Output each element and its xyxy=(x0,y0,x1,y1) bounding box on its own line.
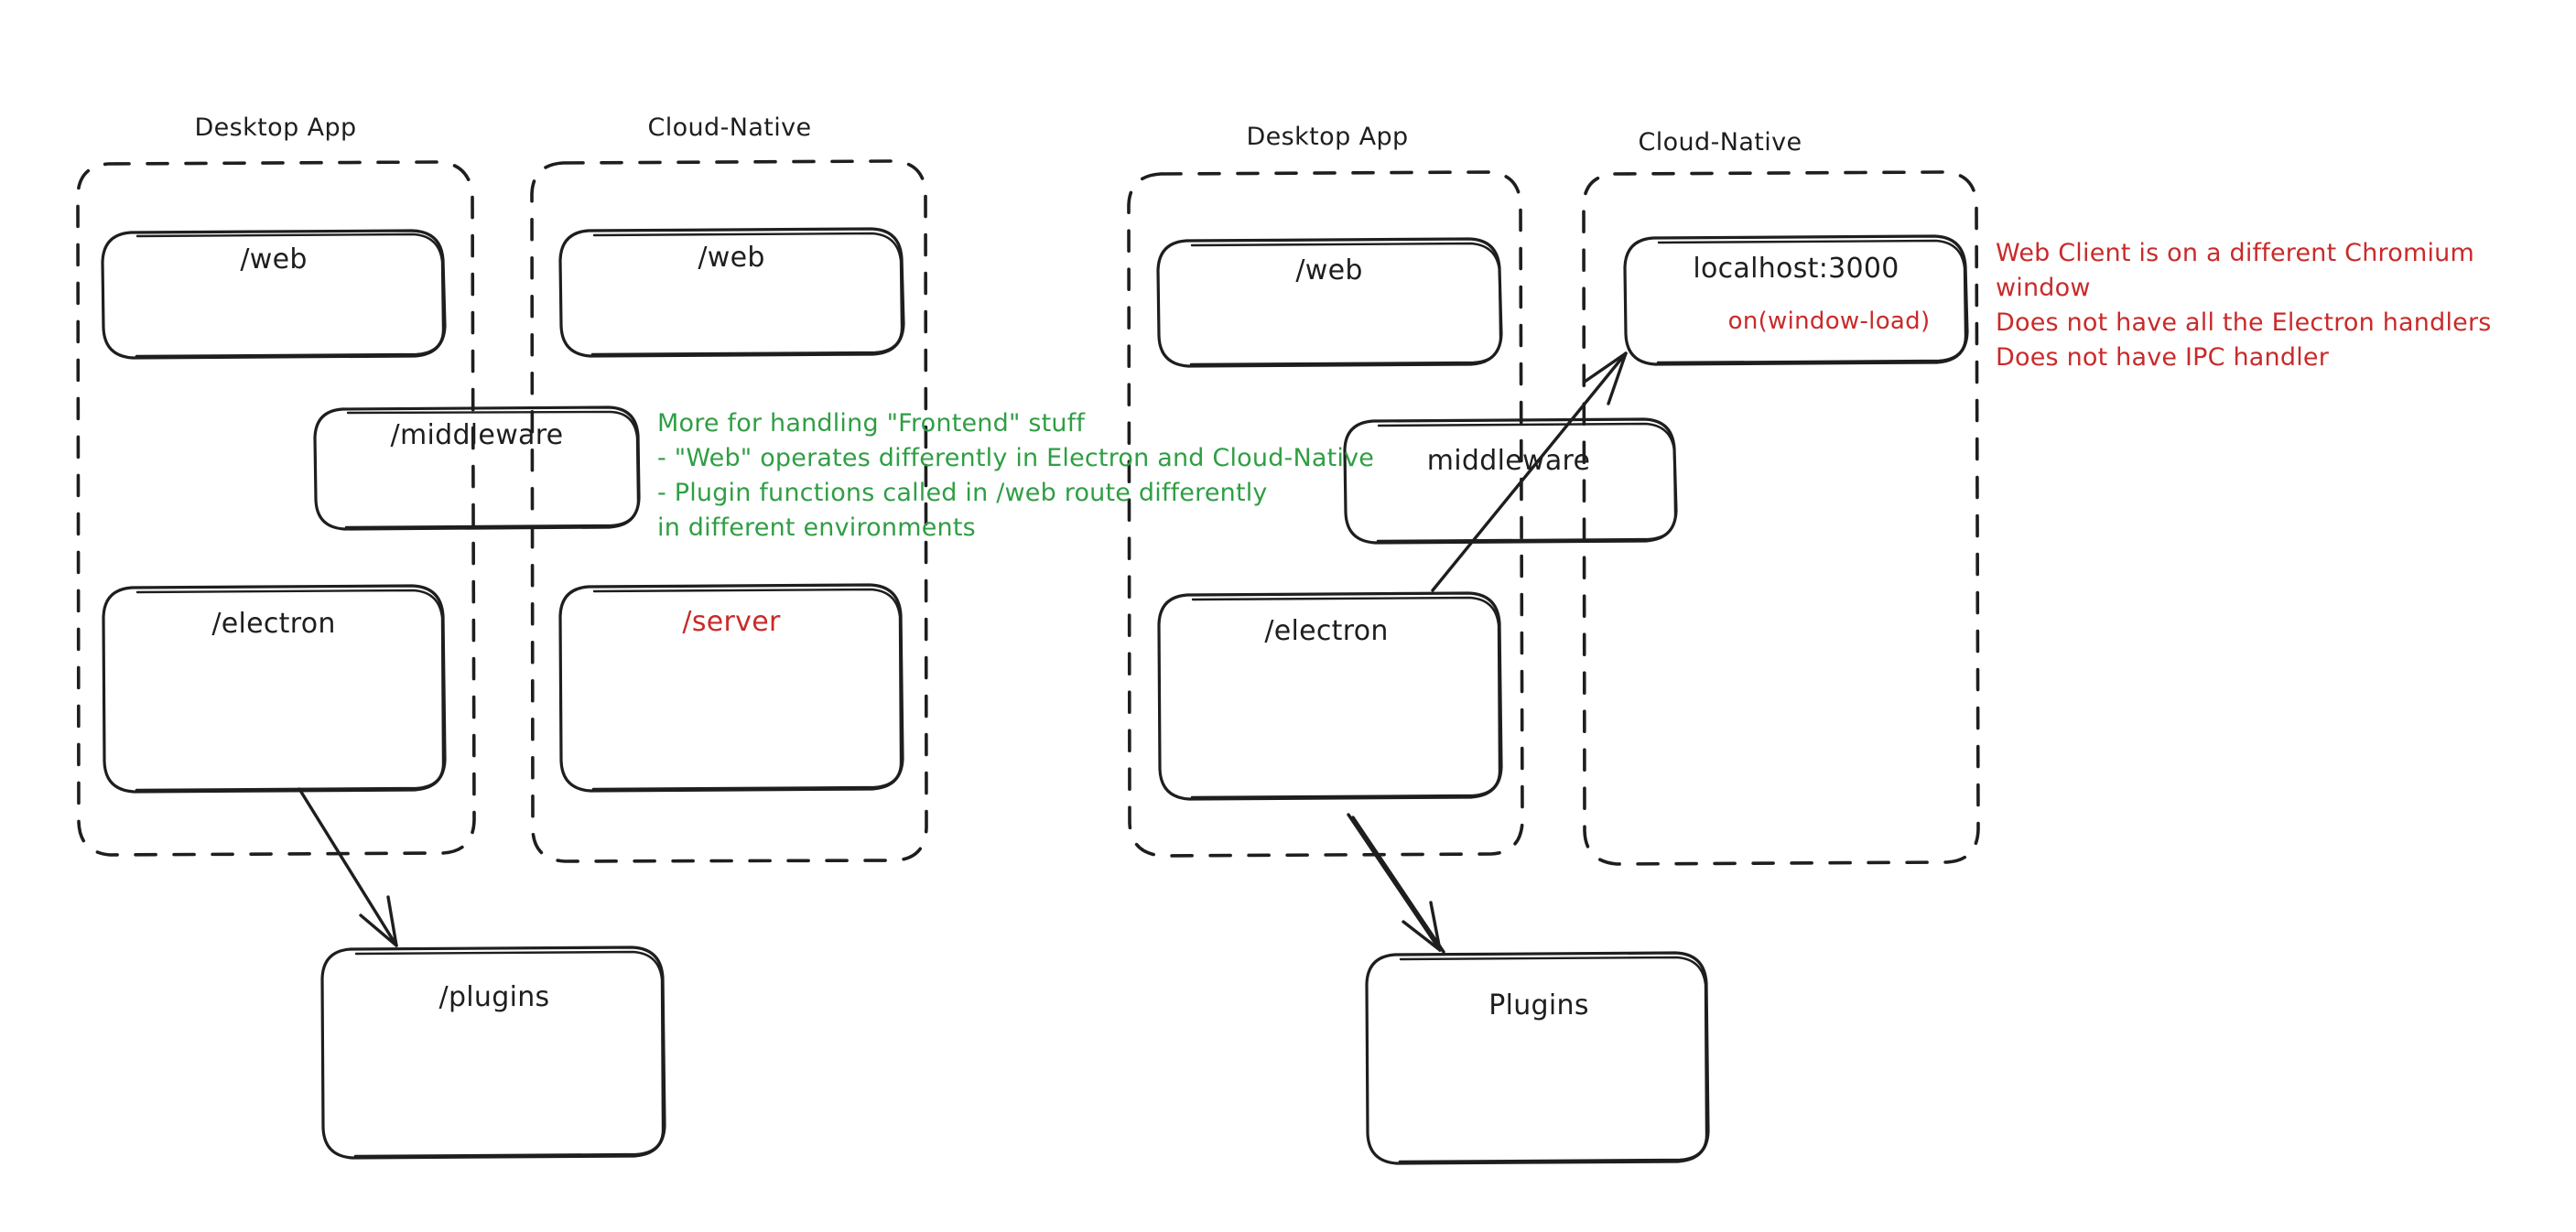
right-group-cloud-container xyxy=(1582,170,1980,866)
left-group-desktop-container xyxy=(76,160,476,857)
left-group-cloud-container xyxy=(530,159,928,863)
right-node-localhost xyxy=(1623,234,1969,366)
left-node-cloud-web xyxy=(558,227,905,358)
left-node-server xyxy=(558,583,904,793)
green-note-line-3: - Plugin functions called in /web route … xyxy=(657,479,1268,507)
right-node-label-desktop-web: /web xyxy=(1295,254,1363,286)
right-node-label-middleware: middleware xyxy=(1426,445,1591,477)
right-node-label-electron: /electron xyxy=(1264,615,1389,647)
right-node-label-localhost: localhost:3000 xyxy=(1693,253,1900,285)
left-group-title-cloud: Cloud-Native xyxy=(647,113,812,142)
green-note-line-4: in different environments xyxy=(657,513,976,542)
red-note-line-2: Does not have all the Electron handlers xyxy=(1996,308,2492,337)
right-node-electron xyxy=(1157,591,1503,801)
left-arrow-electron-to-plugins xyxy=(298,787,398,947)
left-node-desktop-web xyxy=(101,229,447,360)
left-node-label-desktop-web: /web xyxy=(240,243,308,276)
right-group-title-cloud: Cloud-Native xyxy=(1638,128,1802,157)
right-arrow-electron-to-plugins xyxy=(1347,813,1445,954)
left-node-label-plugins: /plugins xyxy=(438,981,550,1013)
left-node-electron xyxy=(102,584,447,794)
right-node-sublabel-on-window-load: on(window-load) xyxy=(1727,308,1931,335)
green-note-line-2: - "Web" operates differently in Electron… xyxy=(657,444,1375,472)
right-arrow-electron-to-localhost xyxy=(1431,351,1628,592)
red-note-line-1: Web Client is on a different Chromium wi… xyxy=(1996,239,2474,302)
left-group-title-desktop: Desktop App xyxy=(194,113,357,142)
red-note-line-3: Does not have IPC handler xyxy=(1996,343,2330,372)
right-node-plugins xyxy=(1365,951,1710,1165)
left-node-label-electron: /electron xyxy=(211,608,336,640)
right-node-label-plugins: Plugins xyxy=(1488,989,1589,1021)
right-node-middleware xyxy=(1343,417,1678,545)
left-node-middleware xyxy=(313,405,641,531)
green-note-line-1: More for handling "Frontend" stuff xyxy=(657,409,1086,438)
red-annotation-note: Web Client is on a different Chromium wi… xyxy=(1996,236,2576,375)
right-group-desktop-container xyxy=(1127,170,1524,858)
left-node-label-cloud-web: /web xyxy=(698,242,765,274)
left-node-label-middleware: /middleware xyxy=(390,419,564,451)
right-node-desktop-web xyxy=(1156,237,1503,368)
left-node-label-server: /server xyxy=(682,606,781,638)
right-group-title-desktop: Desktop App xyxy=(1246,123,1409,151)
left-node-plugins xyxy=(320,946,666,1160)
green-annotation-note: More for handling "Frontend" stuff - "We… xyxy=(657,406,1374,546)
